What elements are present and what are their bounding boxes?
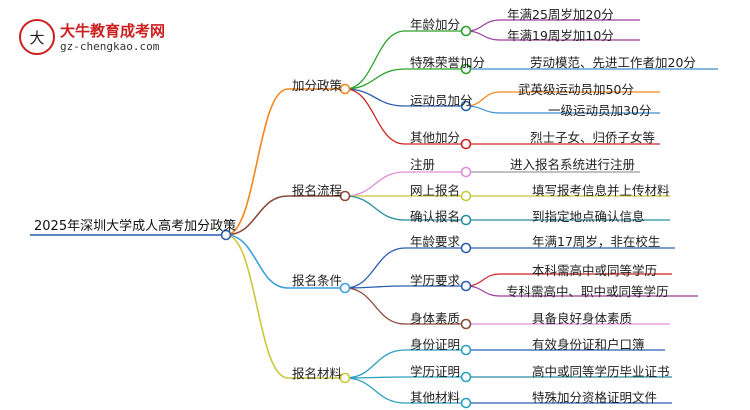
subtopic-node-dot: [460, 100, 472, 112]
subtopic-label: 年龄加分: [410, 17, 461, 32]
site-url: gz-chengkao.com: [60, 40, 160, 53]
subtopic-node-dot: [460, 190, 472, 202]
leaf-connector: [465, 19, 501, 32]
subtopic-connector: [344, 171, 406, 197]
branch-label: 报名材料: [292, 366, 343, 381]
leaf-label: 武英级运动员加50分: [518, 82, 634, 97]
subtopic-connector: [344, 88, 406, 107]
leaf-label: 烈士子女、归侨子女等: [530, 130, 656, 145]
leaf-label: 到指定地点确认信息: [532, 209, 645, 224]
leaf-connector: [465, 285, 501, 297]
site-title: 大牛教育成考网: [60, 22, 166, 40]
branch-node-dot: [339, 372, 351, 384]
leaf-connector: [465, 273, 501, 287]
subtopic-label: 学历证明: [410, 364, 461, 379]
leaf-label: 具备良好身体素质: [532, 311, 633, 326]
subtopic-label: 其他加分: [410, 130, 461, 145]
subtopic-node-dot: [460, 214, 472, 226]
subtopic-label: 注册: [410, 157, 436, 172]
subtopic-label: 学历要求: [410, 273, 461, 288]
subtopic-node-dot: [460, 371, 472, 383]
root-topic: 2025年深圳大学成人高考加分政策: [34, 219, 237, 234]
branch-connector: [225, 88, 289, 236]
leaf-label: 本科需高中或同等学历: [532, 263, 658, 278]
branch-node-dot: [339, 282, 351, 294]
subtopic-label: 运动员加分: [410, 93, 473, 108]
subtopic-connector: [344, 68, 406, 90]
branch-label: 报名流程: [292, 183, 343, 198]
leaf-label: 年满17周岁，非在校生: [532, 234, 661, 249]
root-node-dot: [220, 229, 232, 241]
branch-label: 报名条件: [292, 273, 343, 288]
subtopic-label: 年龄要求: [410, 234, 461, 249]
svg-text:大: 大: [29, 29, 44, 47]
subtopic-connector: [344, 195, 406, 221]
branch-node-dot: [339, 83, 351, 95]
branch-connector: [225, 195, 289, 236]
leaf-label: 有效身份证和户口簿: [532, 337, 645, 352]
leaf-label: 劳动模范、先进工作者加20分: [530, 55, 696, 70]
leaf-label: 特殊加分资格证明文件: [532, 390, 658, 405]
branch-label: 加分政策: [292, 78, 343, 93]
subtopic-node-dot: [460, 344, 472, 356]
subtopic-connector: [344, 247, 406, 289]
subtopic-label: 特殊荣誉加分: [410, 55, 486, 70]
subtopic-node-dot: [460, 280, 472, 292]
subtopic-connector: [344, 285, 406, 289]
leaf-label: 一级运动员加30分: [548, 103, 652, 118]
subtopic-node-dot: [460, 318, 472, 330]
subtopic-connector: [344, 349, 406, 379]
logo-icon: 大: [18, 18, 56, 56]
branch-connector: [225, 234, 289, 289]
leaf-label: 年满19周岁加10分: [507, 28, 614, 43]
branch-connector: [225, 234, 289, 379]
leaf-label: 年满25周岁加20分: [507, 7, 614, 22]
subtopic-node-dot: [460, 166, 472, 178]
leaf-label: 高中或同等学历毕业证书: [532, 364, 670, 379]
subtopic-node-dot: [460, 397, 472, 409]
branch-node-dot: [339, 190, 351, 202]
subtopic-node-dot: [460, 242, 472, 254]
subtopic-connector: [344, 287, 406, 325]
subtopic-node-dot: [460, 138, 472, 150]
subtopic-label: 其他材料: [410, 390, 461, 405]
subtopic-label: 身份证明: [410, 337, 461, 352]
subtopic-node-dot: [460, 25, 472, 37]
subtopic-node-dot: [460, 63, 472, 75]
leaf-label: 专科需高中、职中或同等学历: [506, 284, 669, 299]
subtopic-connector: [344, 30, 406, 90]
subtopic-label: 确认报名: [410, 209, 461, 224]
subtopic-label: 网上报名: [410, 183, 461, 198]
subtopic-label: 身体素质: [410, 311, 461, 326]
subtopic-connector: [344, 377, 406, 404]
leaf-label: 填写报考信息并上传材料: [532, 183, 670, 198]
subtopic-connector: [344, 88, 406, 145]
leaf-label: 进入报名系统进行注册: [510, 157, 636, 172]
